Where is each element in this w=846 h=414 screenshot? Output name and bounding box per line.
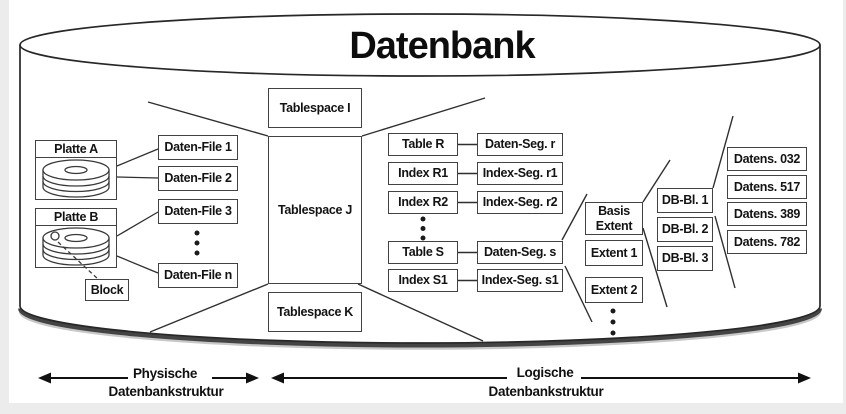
data-file-n-box: Daten-File n [158, 263, 238, 288]
cylinder-shadow-inner [18, 308, 822, 348]
basis-extent-box: Basis Extent [585, 202, 643, 235]
index-seg-r2-box: Index-Seg. r2 [477, 191, 563, 214]
data-file-1-box: Daten-File 1 [158, 135, 238, 160]
daten-seg-r-box: Daten-Seg. r [477, 133, 563, 156]
disk-file-connector-lines [116, 148, 159, 274]
index-r2-box: Index R2 [388, 191, 458, 214]
disk-a-box: Platte A [35, 140, 117, 200]
block-pointer-dashed-line [57, 241, 100, 281]
extent-1-box: Extent 1 [585, 240, 643, 266]
index-seg-s1-box: Index-Seg. s1 [477, 269, 563, 292]
disk-a-label: Platte A [36, 141, 116, 158]
cylinder-top-ellipse [19, 13, 821, 77]
block-box: Block [85, 279, 129, 301]
disk-stack-icon-a [42, 159, 110, 198]
logical-structure-label-line2: Datenbankstruktur [488, 384, 604, 399]
logical-structure-label-line1: Logische [516, 365, 574, 380]
record-389-box: Datens. 389 [727, 202, 807, 226]
database-title: Datenbank [349, 25, 535, 67]
expansion-lines [147, 97, 736, 342]
db-block-2-box: DB-Bl. 2 [657, 217, 713, 242]
ellipsis-dots [194, 216, 616, 336]
table-s-box: Table S [388, 241, 458, 264]
physical-structure-label-line1: Physische [132, 366, 198, 381]
extent-2-box: Extent 2 [585, 277, 643, 303]
disk-b-box: Platte B [35, 208, 117, 268]
data-file-2-box: Daten-File 2 [158, 166, 238, 191]
block-marker-circle [50, 231, 60, 241]
index-seg-r1-box: Index-Seg. r1 [477, 162, 563, 185]
physical-structure-label-line2: Datenbankstruktur [108, 384, 224, 399]
logical-range-arrow [271, 372, 811, 384]
record-782-box: Datens. 782 [727, 230, 807, 254]
tablespace-i-box: Tablespace I [268, 88, 362, 128]
db-block-1-box: DB-Bl. 1 [657, 188, 713, 213]
daten-seg-s-box: Daten-Seg. s [477, 241, 563, 264]
physical-range-arrow [38, 372, 259, 384]
tablespace-k-box: Tablespace K [268, 292, 362, 332]
record-032-box: Datens. 032 [727, 147, 807, 171]
table-r-box: Table R [388, 133, 458, 156]
disk-b-label: Platte B [36, 209, 116, 226]
data-file-3-box: Daten-File 3 [158, 199, 238, 224]
index-r1-box: Index R1 [388, 162, 458, 185]
cylinder-shadow-outer [18, 311, 822, 350]
db-block-3-box: DB-Bl. 3 [657, 246, 713, 271]
index-s1-box: Index S1 [388, 269, 458, 292]
tablespace-j-box: Tablespace J [268, 136, 362, 284]
segment-connector-lines [458, 143, 477, 282]
record-517-box: Datens. 517 [727, 175, 807, 199]
